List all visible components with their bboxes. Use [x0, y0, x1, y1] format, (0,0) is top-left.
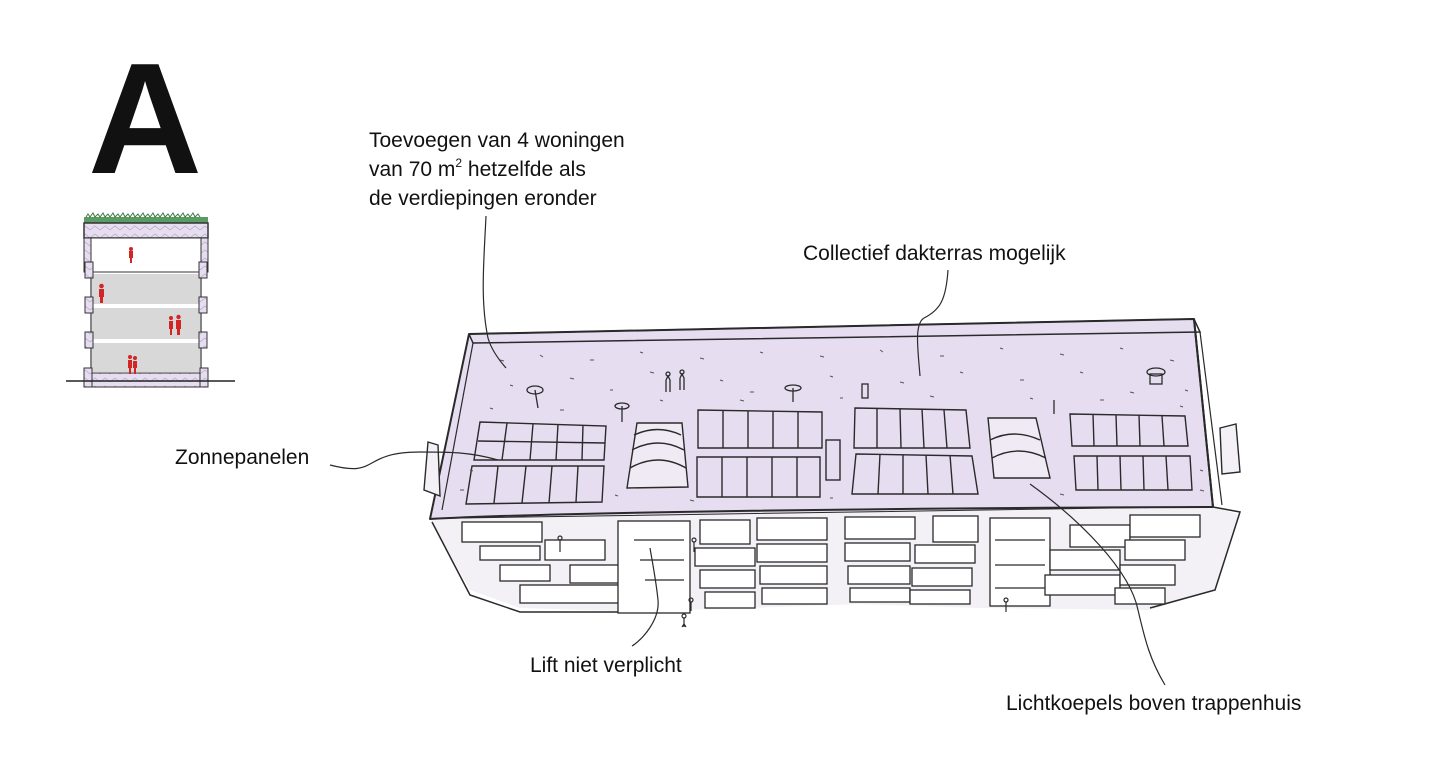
existing-floors: [83, 261, 209, 388]
line2-pre: van 70 m: [369, 158, 456, 181]
annotation-toevoegen-line2: van 70 m2 hetzelfde als: [369, 155, 625, 184]
skylights: [626, 417, 1051, 489]
leader-toevoegen: [482, 215, 507, 369]
annotation-toevoegen: Toevoegen van 4 woningen van 70 m2 hetze…: [369, 126, 625, 213]
line2-post: hetzelfde als: [462, 158, 586, 181]
annotation-toevoegen-line3: de verdiepingen eronder: [369, 187, 597, 210]
leader-lift: [631, 547, 659, 647]
annotation-lift: Lift niet verplicht: [530, 654, 682, 677]
end-balconies: [423, 423, 1241, 498]
leader-collectief: [916, 269, 949, 377]
leader-lichtkoepels: [1029, 483, 1166, 686]
solar-panels: [465, 407, 1193, 505]
annotation-toevoegen-line1: Toevoegen van 4 woningen: [369, 129, 625, 152]
new-top-floor: [83, 237, 209, 273]
annotation-zonnepanelen: Zonnepanelen: [175, 446, 310, 469]
roof-texture: [460, 347, 1205, 502]
annotation-lichtkoepels: Lichtkoepels boven trappenhuis: [1006, 692, 1302, 715]
squared-superscript: 2: [455, 156, 463, 170]
annotation-collectief-dakterras: Collectief dakterras mogelijk: [803, 242, 1066, 265]
people-figures: [99, 247, 181, 374]
green-roof: [84, 212, 208, 223]
variant-letter: A: [88, 31, 202, 207]
leader-lines: [329, 215, 1166, 686]
facade-windows: [461, 514, 1201, 614]
leader-zonnepanelen: [329, 451, 499, 470]
roof-furniture: [526, 367, 1166, 422]
street-people: [557, 535, 1009, 628]
